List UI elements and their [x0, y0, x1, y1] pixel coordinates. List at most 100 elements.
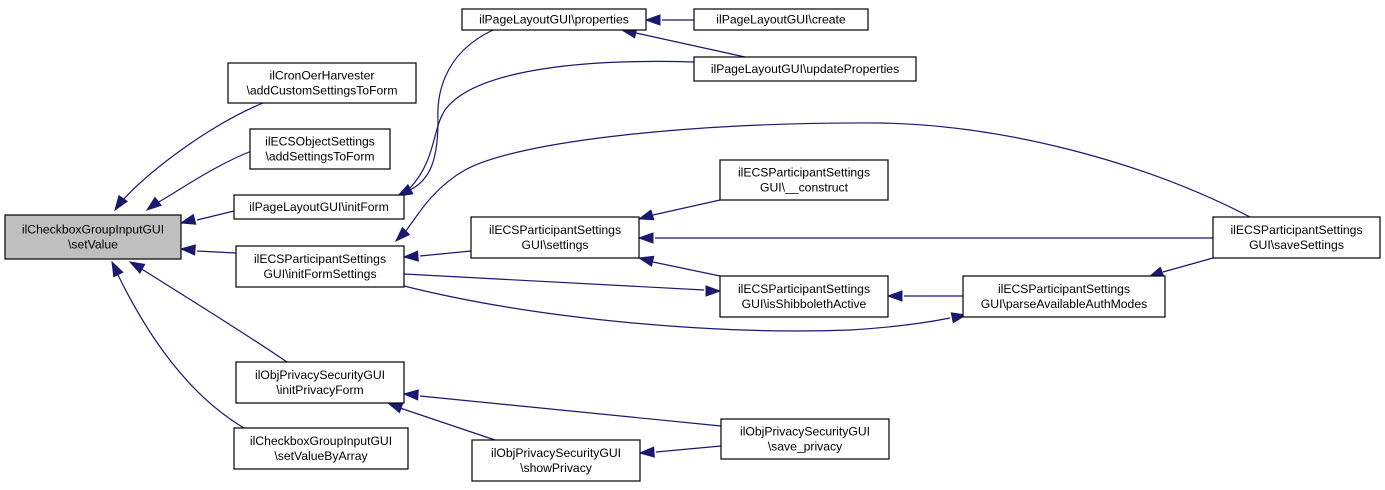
arrowhead-icon: [386, 402, 404, 414]
node-box[interactable]: [470, 216, 640, 259]
node-privSave[interactable]: ilObjPrivacySecurityGUI\save_privacy: [720, 418, 890, 460]
node-ecsShib[interactable]: ilECSParticipantSettingsGUI\isShibboleth…: [719, 275, 889, 318]
node-box[interactable]: [719, 275, 889, 318]
edge-line: [117, 274, 245, 429]
arrowhead-icon: [396, 184, 414, 197]
node-setValueByArray[interactable]: ilCheckboxGroupInputGUI\setValueByArray: [233, 427, 409, 470]
node-plUpdateProps[interactable]: ilPageLayoutGUI\updateProperties: [693, 56, 917, 82]
node-label-line: ilECSParticipantSettings: [998, 282, 1130, 296]
edge-ecsParse-to-ecsShib: [886, 290, 963, 302]
node-box[interactable]: [693, 56, 917, 82]
node-label-line: GUI\__construct: [760, 181, 849, 195]
node-box[interactable]: [461, 8, 647, 31]
node-cronOer[interactable]: ilCronOerHarvester\addCustomSettingsToFo…: [227, 62, 417, 104]
edge-cronOer-to-setValue: [114, 102, 264, 212]
arrowhead-icon: [402, 389, 419, 401]
node-label-line: \showPrivacy: [520, 461, 593, 475]
arrowhead-icon: [179, 213, 197, 225]
edge-line: [196, 210, 235, 221]
edge-line: [121, 102, 264, 202]
edge-line: [652, 199, 721, 216]
node-ecsObj[interactable]: ilECSObjectSettings\addSettingsToForm: [249, 128, 391, 170]
edge-ecsInitForm-to-setValue: [179, 244, 237, 256]
edge-privInitForm-to-setValue: [128, 261, 288, 363]
node-ecsInitForm[interactable]: ilECSParticipantSettingsGUI\initFormSett…: [235, 245, 405, 288]
node-box[interactable]: [471, 439, 641, 482]
node-label-line: ilPageLayoutGUI\create: [716, 13, 846, 27]
node-privInitForm[interactable]: ilObjPrivacySecurityGUI\initPrivacyForm: [235, 361, 405, 404]
node-label-line: ilObjPrivacySecurityGUI: [740, 425, 870, 439]
node-label-line: GUI\saveSettings: [1249, 238, 1344, 252]
edge-line: [409, 60, 695, 189]
node-box[interactable]: [720, 418, 890, 460]
edge-ecsInitForm-to-ecsParse: [403, 285, 968, 332]
node-label-line: \save_privacy: [768, 440, 843, 454]
node-plProperties[interactable]: ilPageLayoutGUI\properties: [461, 8, 647, 31]
edge-line: [652, 261, 721, 277]
node-label-line: ilECSParticipantSettings: [254, 252, 386, 266]
node-plCreate[interactable]: ilPageLayoutGUI\create: [693, 8, 869, 31]
edge-line: [196, 250, 237, 254]
edge-ecsSave-to-ecsSettings: [637, 232, 1213, 244]
node-label-line: GUI\initFormSettings: [263, 267, 376, 281]
node-label-line: \addSettingsToForm: [265, 150, 374, 164]
node-label-line: ilObjPrivacySecurityGUI: [255, 368, 385, 382]
node-plInitForm[interactable]: ilPageLayoutGUI\initForm: [233, 194, 405, 220]
edge-line: [409, 29, 494, 191]
arrowhead-icon: [637, 232, 654, 244]
node-setValue[interactable]: ilCheckboxGroupInputGUI\setValue: [4, 214, 182, 260]
node-label-line: ilECSParticipantSettings: [489, 223, 621, 237]
edge-ecsConstruct-to-ecsSettings: [637, 199, 721, 221]
edge-plInitForm-to-setValue: [179, 210, 235, 225]
edge-line: [403, 273, 705, 291]
node-box[interactable]: [249, 128, 391, 170]
edge-line: [1162, 257, 1214, 273]
arrowhead-icon: [638, 446, 655, 458]
node-box[interactable]: [233, 194, 405, 220]
nodes-layer: ilCheckboxGroupInputGUI\setValueilCronOe…: [4, 8, 1381, 482]
node-box[interactable]: [1212, 216, 1381, 259]
edge-line: [403, 285, 951, 332]
node-label-line: ilCheckboxGroupInputGUI: [250, 434, 392, 448]
node-box[interactable]: [693, 8, 869, 31]
node-box[interactable]: [235, 245, 405, 288]
arrowhead-icon: [637, 209, 655, 221]
arrowhead-icon: [637, 255, 655, 267]
node-ecsParse[interactable]: ilECSParticipantSettingsGUI\parseAvailab…: [962, 275, 1166, 318]
edge-plUpdateProps-to-plInitForm: [396, 60, 695, 197]
arrowhead-icon: [394, 226, 411, 243]
node-label-line: ilECSParticipantSettings: [1230, 223, 1362, 237]
node-label-line: ilCheckboxGroupInputGUI: [22, 223, 164, 237]
edge-ecsShib-to-ecsSettings: [637, 255, 721, 277]
arrowhead-icon: [145, 196, 162, 211]
node-box[interactable]: [719, 159, 889, 201]
edge-line: [404, 122, 1251, 233]
node-box[interactable]: [227, 62, 417, 104]
node-label-line: ilPageLayoutGUI\initForm: [249, 200, 389, 214]
node-box[interactable]: [233, 427, 409, 470]
node-label-line: ilObjPrivacySecurityGUI: [491, 446, 621, 460]
edge-ecsSave-to-ecsParse: [1147, 257, 1214, 278]
edge-line: [419, 250, 472, 257]
node-box[interactable]: [962, 275, 1166, 318]
arrowhead-icon: [179, 244, 196, 256]
edge-ecsSettings-to-ecsInitForm: [402, 250, 472, 262]
edge-line: [419, 395, 722, 427]
node-box[interactable]: [235, 361, 405, 404]
node-box[interactable]: [4, 214, 182, 260]
arrowhead-icon: [402, 250, 419, 262]
node-label-line: ilECSParticipantSettings: [738, 282, 870, 296]
edge-line: [139, 267, 288, 363]
node-label-line: \setValue: [68, 238, 118, 252]
node-privShow[interactable]: ilObjPrivacySecurityGUI\showPrivacy: [471, 439, 641, 482]
node-label-line: ilPageLayoutGUI\updateProperties: [711, 62, 899, 76]
edges-layer: [111, 14, 1251, 458]
edge-line: [635, 32, 746, 58]
edge-line: [156, 149, 255, 204]
edge-line: [655, 445, 722, 453]
arrowhead-icon: [128, 261, 146, 275]
